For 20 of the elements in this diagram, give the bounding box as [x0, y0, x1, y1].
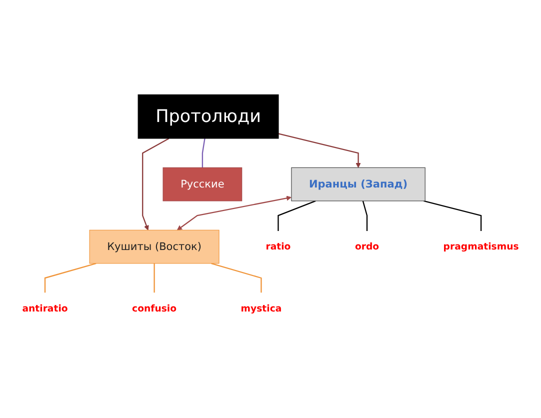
node-text: ratio [266, 240, 291, 252]
connector [211, 262, 262, 292]
arrow [176, 195, 292, 230]
node-text: mystica [240, 302, 282, 314]
node-box: Иранцы (Запад) [291, 166, 426, 201]
node-text: ordo [354, 240, 380, 252]
arrow [142, 138, 170, 230]
connector [154, 263, 155, 292]
node-box: Протолюди [138, 94, 279, 138]
connector [202, 138, 206, 168]
node-text: antiratio [22, 302, 68, 314]
arrow [278, 132, 361, 168]
connector [278, 200, 316, 231]
node-text: confusio [132, 302, 177, 314]
node-text: pragmatismus [443, 240, 519, 252]
connector [424, 200, 482, 231]
node-box: Кушиты (Восток) [89, 229, 220, 264]
node-box: Русские [162, 166, 242, 201]
connector [362, 200, 368, 231]
connector [44, 262, 96, 292]
